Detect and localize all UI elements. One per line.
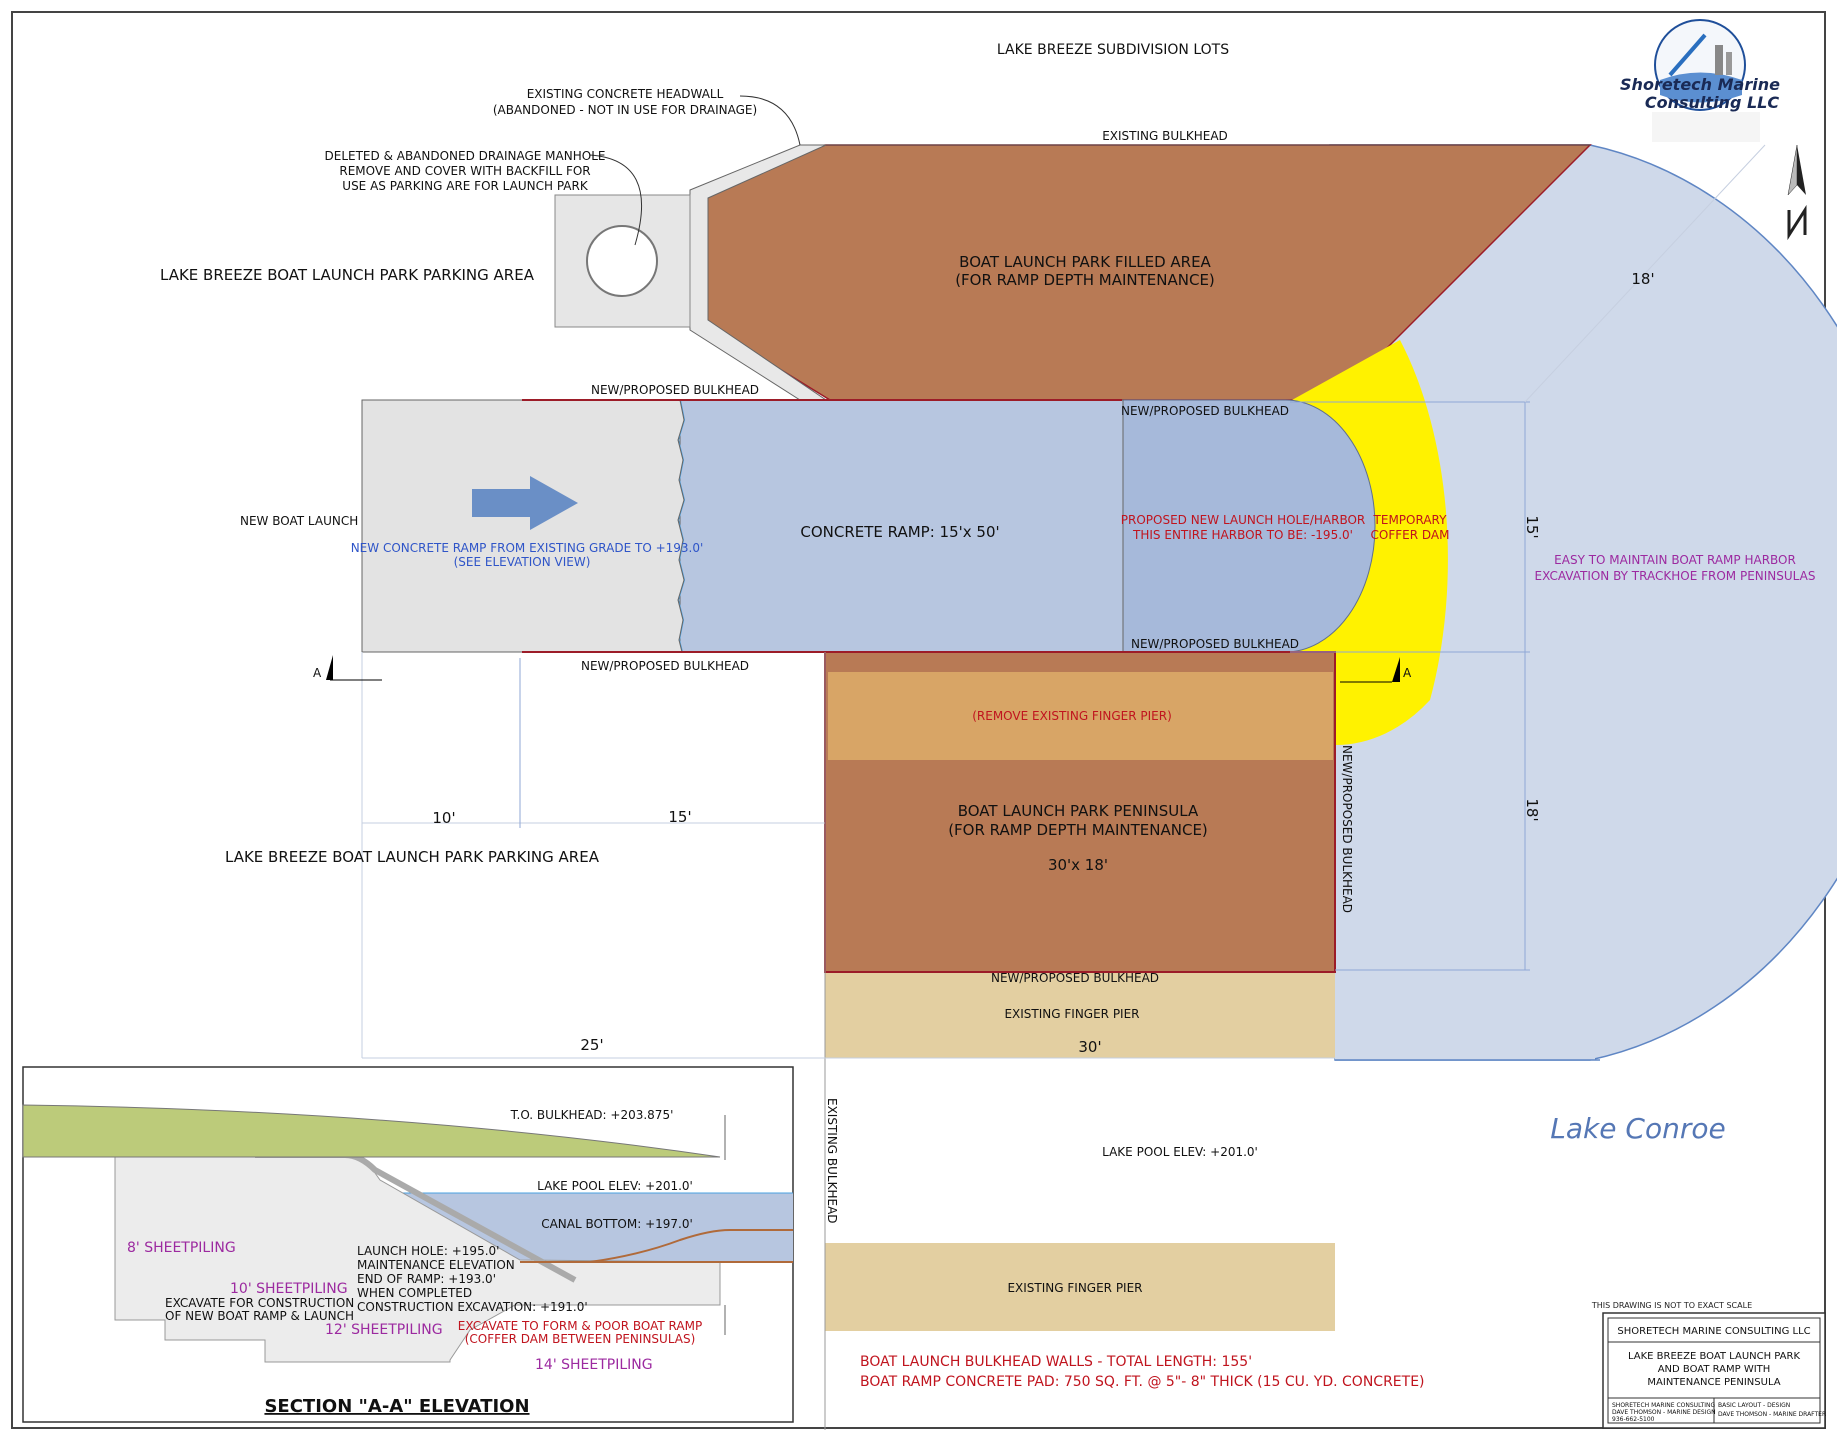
section-label-excavate-1: EXCAVATE FOR CONSTRUCTION [165, 1296, 354, 1310]
remove-finger-pier-zone [828, 672, 1333, 760]
logo-text-line2: Consulting LLC [1645, 93, 1779, 112]
section-canal-curve [589, 1229, 793, 1263]
title-block-cell-3: DAVE THOMSON - MARINE DESIGN [1612, 1409, 1716, 1416]
label-new-boat-launch: NEW BOAT LAUNCH [240, 514, 358, 528]
label-lake-conroe: Lake Conroe [1550, 1112, 1725, 1145]
label-remove-finger-pier: (REMOVE EXISTING FINGER PIER) [972, 709, 1172, 723]
title-block: THIS DRAWING IS NOT TO EXACT SCALE SHORE… [1591, 1301, 1826, 1429]
section-marker-left: A [313, 666, 322, 680]
section-label-when-completed: WHEN COMPLETED [357, 1286, 472, 1300]
concrete-ramp [679, 399, 1124, 653]
label-parking-area-bottom: LAKE BREEZE BOAT LAUNCH PARK PARKING ARE… [225, 848, 600, 866]
label-new-bulkhead-vertical: NEW/PROPOSED BULKHEAD [1340, 745, 1354, 913]
manhole-leader [589, 154, 643, 246]
label-manhole-2: REMOVE AND COVER WITH BACKFILL FOR [339, 164, 590, 178]
section-label-to-bulkhead: T.O. BULKHEAD: +203.875' [510, 1108, 674, 1122]
launch-direction-arrow [472, 476, 578, 530]
dim-18ft-right: 18' [1523, 798, 1541, 821]
label-peninsula-1: BOAT LAUNCH PARK PENINSULA [958, 802, 1199, 820]
label-new-bulkhead-d: NEW/PROPOSED BULKHEAD [581, 659, 749, 673]
label-easy-maintain-1: EASY TO MAINTAIN BOAT RAMP HARBOR [1554, 553, 1796, 567]
section-title: SECTION "A-A" ELEVATION [264, 1396, 529, 1417]
label-manhole-1: DELETED & ABANDONED DRAINAGE MANHOLE [325, 149, 606, 163]
section-label-construction-exc: CONSTRUCTION EXCAVATION: +191.0' [357, 1300, 588, 1314]
label-new-ramp-2: (SEE ELEVATION VIEW) [454, 555, 591, 569]
title-block-cell-2: BASIC LAYOUT - DESIGN [1718, 1402, 1790, 1409]
label-easy-maintain-2: EXCAVATION BY TRACKHOE FROM PENINSULAS [1535, 569, 1816, 583]
dim-25ft: 25' [580, 1036, 603, 1054]
new-boat-launch-area [361, 399, 685, 653]
headwall-leader [739, 95, 801, 146]
label-subdivision-lots: LAKE BREEZE SUBDIVISION LOTS [997, 42, 1229, 58]
logo-fine-print [1652, 112, 1760, 142]
launch-hole-harbor [1121, 399, 1376, 653]
label-existing-finger-pier-2: EXISTING FINGER PIER [1007, 1281, 1142, 1295]
title-block-title-3: MAINTENANCE PENINSULA [1647, 1377, 1780, 1388]
section-label-pile-12: 12' SHEETPILING [325, 1322, 443, 1338]
label-headwall-2: (ABANDONED - NOT IN USE FOR DRAINAGE) [493, 103, 757, 117]
drainage-manhole [586, 225, 658, 297]
title-block-cell-5: 936-662-5100 [1612, 1416, 1655, 1423]
section-label-excavate-2: OF NEW BOAT RAMP & LAUNCH [165, 1309, 354, 1323]
label-parking-area-top: LAKE BREEZE BOAT LAUNCH PARK PARKING ARE… [160, 266, 535, 284]
label-peninsula-2: (FOR RAMP DEPTH MAINTENANCE) [948, 821, 1208, 839]
label-concrete-ramp: CONCRETE RAMP: 15'x 50' [800, 523, 999, 541]
title-block-cell-1: SHORETECH MARINE CONSULTING [1612, 1402, 1716, 1409]
summary-bulkhead-length: BOAT LAUNCH BULKHEAD WALLS - TOTAL LENGT… [860, 1354, 1252, 1370]
dim-15ft-left: 15' [668, 808, 691, 826]
title-block-title-1: LAKE BREEZE BOAT LAUNCH PARK [1628, 1351, 1801, 1362]
section-label-maint-elev: MAINTENANCE ELEVATION [357, 1258, 515, 1272]
section-label-end-ramp: END OF RAMP: +193.0' [357, 1272, 496, 1286]
section-label-pile-14: 14' SHEETPILING [535, 1357, 653, 1373]
label-launch-hole-1: PROPOSED NEW LAUNCH HOLE/HARBOR [1121, 513, 1366, 527]
existing-finger-pier-upper [825, 973, 1335, 1058]
section-arrow-right [1392, 657, 1400, 682]
title-block-cell-4: DAVE THOMSON - MARINE DRAFTER [1718, 1411, 1826, 1418]
label-lake-pool-plan: LAKE POOL ELEV: +201.0' [1102, 1145, 1258, 1159]
label-new-ramp-1: NEW CONCRETE RAMP FROM EXISTING GRADE TO… [351, 541, 704, 555]
label-filled-area-2: (FOR RAMP DEPTH MAINTENANCE) [955, 271, 1215, 289]
section-marker-right: A [1403, 666, 1412, 680]
title-block-company: SHORETECH MARINE CONSULTING LLC [1617, 1326, 1810, 1337]
label-coffer-2: COFFER DAM [1371, 528, 1450, 542]
section-label-form-1: EXCAVATE TO FORM & POOR BOAT RAMP [458, 1319, 702, 1333]
label-new-bulkhead-a: NEW/PROPOSED BULKHEAD [591, 383, 759, 397]
label-manhole-3: USE AS PARKING ARE FOR LAUNCH PARK [342, 179, 589, 193]
dim-30ft: 30' [1078, 1038, 1101, 1056]
label-new-bulkhead-c: NEW/PROPOSED BULKHEAD [1131, 637, 1299, 651]
company-logo: Shoretech Marine Consulting LLC [1620, 19, 1780, 142]
section-label-lake-pool: LAKE POOL ELEV: +201.0' [537, 1179, 693, 1193]
label-headwall-1: EXISTING CONCRETE HEADWALL [527, 87, 724, 101]
section-aa-elevation: T.O. BULKHEAD: +203.875' LAKE POOL ELEV:… [22, 1066, 794, 1423]
title-block-title-2: AND BOAT RAMP WITH [1658, 1364, 1771, 1375]
logo-text-line1: Shoretech Marine [1620, 75, 1780, 94]
label-existing-finger-pier-1: EXISTING FINGER PIER [1004, 1007, 1139, 1021]
dim-10ft: 10' [432, 809, 455, 827]
section-label-form-2: (COFFER DAM BETWEEN PENINSULAS) [465, 1332, 696, 1346]
label-launch-hole-2: THIS ENTIRE HARBOR TO BE: -195.0' [1132, 528, 1353, 542]
label-existing-bulkhead-top: EXISTING BULKHEAD [1102, 129, 1228, 143]
label-not-to-scale: THIS DRAWING IS NOT TO EXACT SCALE [1591, 1301, 1752, 1310]
existing-finger-pier-lower [825, 1243, 1335, 1331]
label-new-bulkhead-b: NEW/PROPOSED BULKHEAD [1121, 404, 1289, 418]
radius-line [1524, 144, 1766, 403]
summary-concrete-pad: BOAT RAMP CONCRETE PAD: 750 SQ. FT. @ 5"… [860, 1374, 1425, 1390]
section-label-pile-10: 10' SHEETPILING [230, 1281, 348, 1297]
section-label-launch-hole: LAUNCH HOLE: +195.0' [357, 1244, 499, 1258]
label-filled-area-1: BOAT LAUNCH PARK FILLED AREA [959, 253, 1211, 271]
dim-18ft-arc: 18' [1631, 270, 1654, 288]
section-label-pile-8: 8' SHEETPILING [127, 1240, 236, 1256]
label-existing-bulkhead-vertical: EXISTING BULKHEAD [825, 1098, 839, 1224]
section-label-canal-bottom: CANAL BOTTOM: +197.0' [541, 1217, 693, 1231]
dim-15ft-right: 15' [1523, 515, 1541, 538]
label-peninsula-size: 30'x 18' [1048, 856, 1108, 874]
label-coffer-1: TEMPORARY [1373, 513, 1448, 527]
north-arrow-icon [1787, 144, 1807, 241]
label-new-bulkhead-e: NEW/PROPOSED BULKHEAD [991, 971, 1159, 985]
section-arrow-left [326, 655, 333, 680]
section-grass [22, 1104, 721, 1158]
